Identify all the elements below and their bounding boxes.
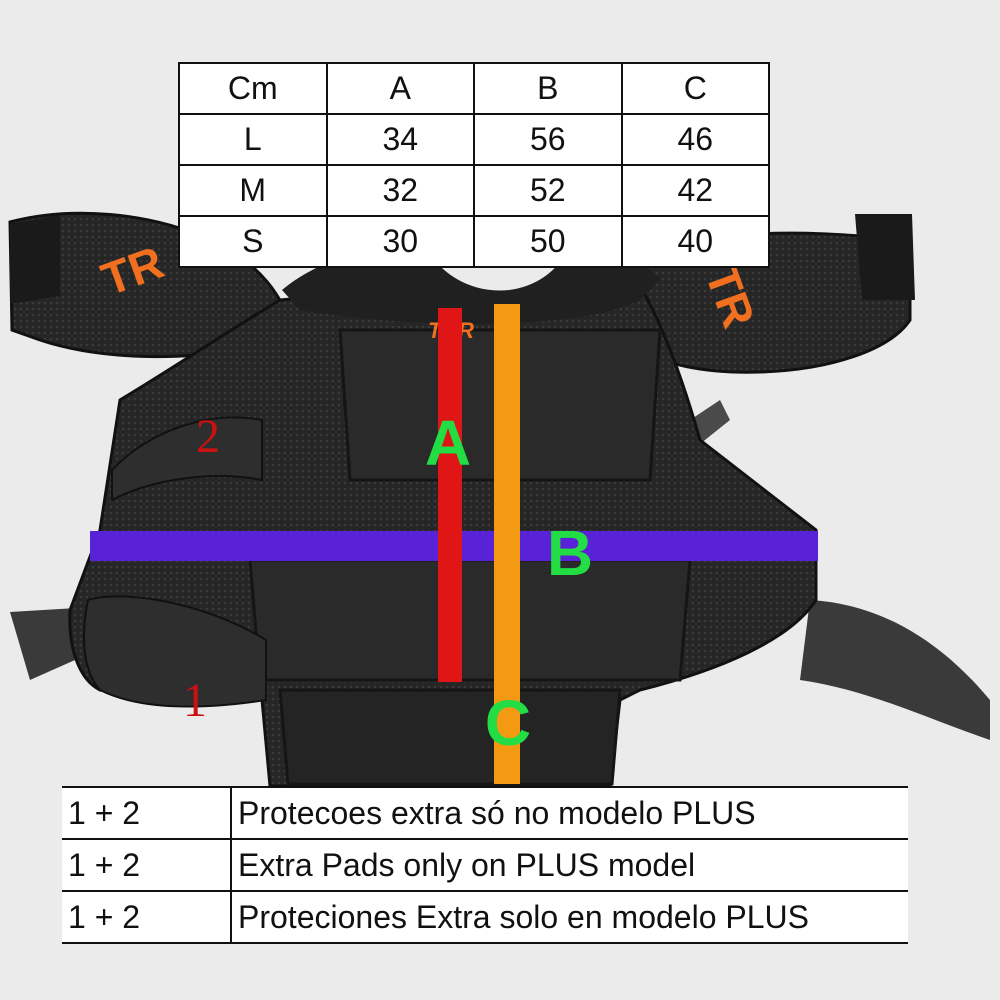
size-table-header: Cm A B C (178, 62, 770, 115)
note-text: Protecoes extra só no modelo PLUS (231, 786, 908, 840)
notes-table: 1 + 2 Protecoes extra só no modelo PLUS … (62, 786, 908, 944)
value-cell: 34 (325, 113, 475, 166)
value-cell: 50 (473, 215, 623, 268)
table-row: 1 + 2 Protecoes extra só no modelo PLUS (62, 786, 908, 840)
value-cell: 46 (620, 113, 770, 166)
note-text: Proteciones Extra solo en modelo PLUS (231, 890, 908, 944)
table-row: M 32 52 42 (178, 164, 770, 217)
measure-label-a: A (425, 407, 471, 479)
table-row: L 34 56 46 (178, 113, 770, 166)
value-cell: 30 (325, 215, 475, 268)
extra-pad-1 (83, 595, 267, 708)
abdomen-panel (248, 558, 692, 682)
extra-pad-marker-2: 2 (196, 410, 220, 463)
measure-label-b: B (547, 517, 593, 589)
note-code: 1 + 2 (62, 838, 232, 892)
measure-label-c: C (485, 687, 531, 759)
right-shoulder-band (855, 214, 915, 300)
size-cell: L (178, 113, 328, 166)
table-row: S 30 50 40 (178, 215, 770, 268)
extra-pad-marker-1: 1 (183, 674, 207, 727)
left-shoulder-band (10, 215, 60, 304)
measure-line-c (494, 304, 520, 784)
value-cell: 40 (620, 215, 770, 268)
header-cell: A (325, 62, 475, 115)
measure-line-a (438, 308, 462, 682)
lower-abdomen-panel (278, 688, 622, 786)
header-cell: B (473, 62, 623, 115)
extra-pad-2 (111, 416, 263, 502)
size-table: Cm A B C L 34 56 46 M 32 52 42 S 30 50 4… (178, 62, 770, 268)
value-cell: 42 (620, 164, 770, 217)
table-row: 1 + 2 Proteciones Extra solo en modelo P… (62, 890, 908, 944)
value-cell: 52 (473, 164, 623, 217)
size-cell: S (178, 215, 328, 268)
header-cell: Cm (178, 62, 328, 115)
table-row: 1 + 2 Extra Pads only on PLUS model (62, 838, 908, 892)
value-cell: 32 (325, 164, 475, 217)
size-cell: M (178, 164, 328, 217)
collar (282, 250, 660, 324)
right-strap (800, 600, 990, 740)
note-code: 1 + 2 (62, 786, 232, 840)
value-cell: 56 (473, 113, 623, 166)
header-cell: C (620, 62, 770, 115)
note-code: 1 + 2 (62, 890, 232, 944)
note-text: Extra Pads only on PLUS model (231, 838, 908, 892)
